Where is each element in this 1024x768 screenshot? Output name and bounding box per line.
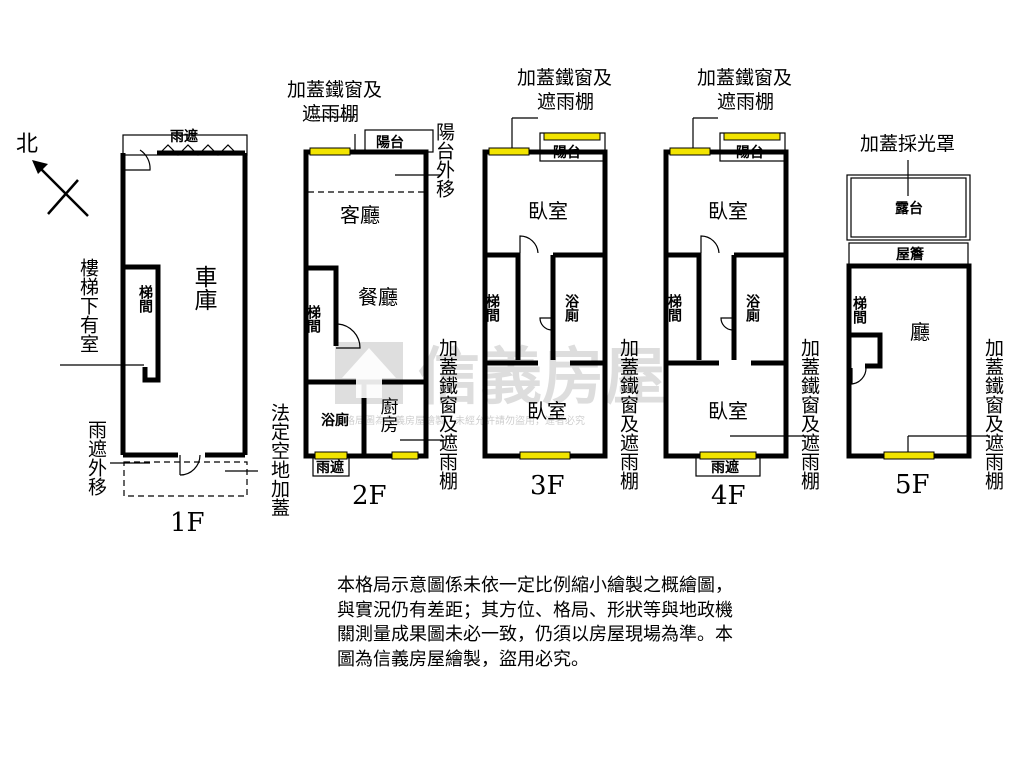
room-5f-eave: 屋簷 bbox=[896, 246, 924, 263]
room-3f-bedroom-back: 臥室 bbox=[527, 399, 567, 423]
window-5f-back bbox=[883, 451, 935, 460]
window-3f-balcony bbox=[543, 132, 601, 141]
window-4f-front bbox=[669, 147, 711, 156]
north-label: 北 bbox=[16, 132, 38, 157]
room-4f-canopy: 雨遮 bbox=[711, 459, 739, 476]
watermark: 信義房屋 格局圖為信義房屋繪製，未經允許請勿盜用，違者必究 bbox=[335, 340, 666, 427]
room-2f-balcony: 陽台 bbox=[376, 134, 404, 151]
callout-2f-right: 加蓋鐵窗及遮雨棚 bbox=[436, 338, 458, 491]
room-3f-balcony: 陽台 bbox=[553, 144, 581, 161]
room-3f-stairs: 梯間 bbox=[484, 293, 500, 323]
room-3f-bedroom-front: 臥室 bbox=[528, 199, 568, 223]
floor-plan-3f bbox=[482, 117, 608, 460]
watermark-fine-print: 格局圖為信義房屋繪製，未經允許請勿盜用，違者必究 bbox=[345, 414, 585, 427]
watermark-brand: 信義房屋 bbox=[418, 340, 666, 413]
callout-2f-balcony-moved: 陽台外移 bbox=[433, 122, 455, 198]
room-2f-canopy: 雨遮 bbox=[316, 459, 344, 476]
room-4f-stairs: 梯間 bbox=[666, 293, 682, 323]
floor-plan-1f bbox=[60, 134, 258, 497]
window-4f-balcony bbox=[723, 132, 781, 141]
room-1f-garage: 車庫 bbox=[190, 265, 218, 311]
room-5f-terrace: 露台 bbox=[895, 200, 923, 217]
room-3f-bath: 浴廁 bbox=[563, 293, 579, 323]
floor-label-2f: 2F bbox=[352, 481, 387, 511]
window-3f-front bbox=[488, 147, 530, 156]
room-4f-balcony: 陽台 bbox=[736, 144, 764, 161]
callout-4f-right: 加蓋鐵窗及遮雨棚 bbox=[798, 338, 820, 491]
room-1f-stairs: 梯間 bbox=[137, 284, 153, 314]
callout-5f-top: 加蓋採光罩 bbox=[860, 133, 955, 155]
callout-1f-legal-space: 法定空地加蓋 bbox=[268, 403, 290, 517]
room-4f-bedroom-front: 臥室 bbox=[708, 199, 748, 223]
floor-plan-4f bbox=[663, 117, 808, 477]
floor-label-4f: 4F bbox=[711, 481, 746, 511]
north-compass: 北 bbox=[16, 132, 89, 217]
window-4f-back bbox=[699, 451, 757, 460]
room-4f-bedroom-back: 臥室 bbox=[708, 399, 748, 423]
floor-plan-5f bbox=[846, 160, 990, 460]
room-4f-bath: 浴廁 bbox=[744, 293, 760, 323]
room-2f-living: 客廳 bbox=[340, 203, 380, 227]
callout-1f-canopy-moved: 雨遮外移 bbox=[85, 420, 107, 496]
floor-label-3f: 3F bbox=[530, 471, 565, 501]
callout-3f-right: 加蓋鐵窗及遮雨棚 bbox=[617, 338, 639, 491]
room-2f-stairs: 梯間 bbox=[305, 304, 321, 334]
floor-label-5f: 5F bbox=[895, 470, 930, 500]
room-1f-canopy: 雨遮 bbox=[170, 128, 198, 145]
callout-4f-top: 加蓋鐵窗及遮雨棚 bbox=[697, 67, 792, 113]
callout-1f-under-stairs: 樓梯下有室 bbox=[77, 258, 99, 353]
room-5f-hall: 廳 bbox=[910, 320, 930, 344]
window-2f-bath bbox=[314, 451, 348, 460]
room-2f-kitchen: 廚房 bbox=[378, 396, 399, 433]
disclaimer-notice: 本格局示意圖係未依一定比例縮小繪製之概繪圖，與實況仍有差距；其方位、格局、形狀等… bbox=[337, 575, 733, 670]
callout-5f-right: 加蓋鐵窗及遮雨棚 bbox=[982, 338, 1004, 491]
room-2f-bath: 浴廁 bbox=[321, 412, 349, 429]
window-3f-back bbox=[519, 451, 571, 460]
window-2f-kitchen bbox=[391, 451, 419, 460]
callout-2f-top: 加蓋鐵窗及遮雨棚 bbox=[287, 79, 382, 125]
window-2f-front bbox=[309, 147, 351, 156]
room-5f-stairs: 梯間 bbox=[851, 295, 867, 325]
callout-3f-top: 加蓋鐵窗及遮雨棚 bbox=[517, 67, 612, 113]
room-2f-dining: 餐廳 bbox=[358, 285, 398, 309]
floor-label-1f: 1F bbox=[170, 508, 205, 538]
